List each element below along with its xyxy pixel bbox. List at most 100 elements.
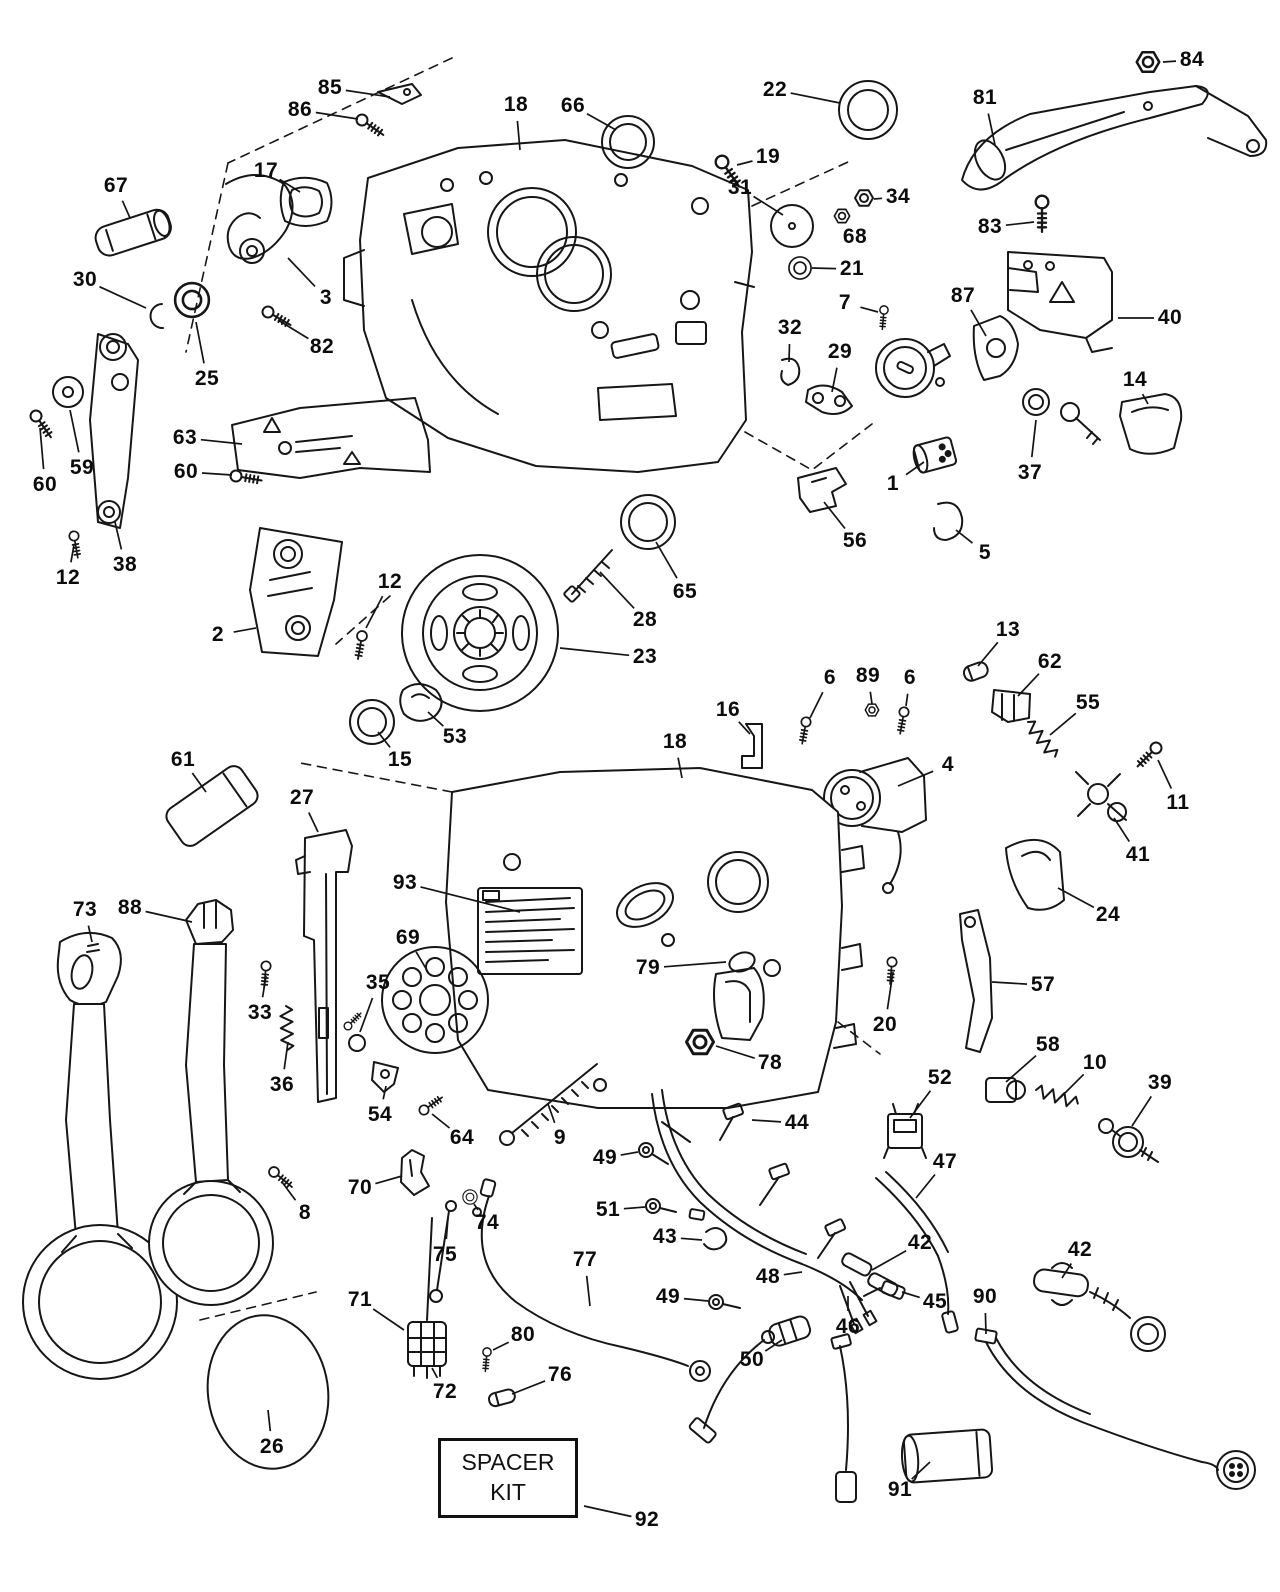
part-callout-25: 25: [194, 367, 220, 390]
part-callout-56: 56: [842, 529, 868, 552]
part-callout-24: 24: [1095, 903, 1121, 926]
part-callout-49: 49: [655, 1285, 681, 1308]
part-callout-72: 72: [432, 1380, 458, 1403]
part-callout-12: 12: [55, 566, 81, 589]
part-callout-19: 19: [755, 145, 781, 168]
part-callout-48: 48: [755, 1265, 781, 1288]
part-callout-1: 1: [886, 472, 900, 495]
part-callout-45: 45: [922, 1290, 948, 1313]
part-callout-42: 42: [907, 1231, 933, 1254]
part-callout-79: 79: [635, 956, 661, 979]
part-callout-63: 63: [172, 426, 198, 449]
part-callout-62: 62: [1037, 650, 1063, 673]
part-callout-59: 59: [69, 456, 95, 479]
part-callout-60: 60: [173, 460, 199, 483]
part-callout-11: 11: [1166, 791, 1190, 814]
part-callout-31: 31: [727, 176, 753, 199]
part-callout-88: 88: [117, 896, 143, 919]
part-callout-13: 13: [995, 618, 1021, 641]
part-callout-55: 55: [1075, 691, 1101, 714]
part-callout-40: 40: [1157, 306, 1183, 329]
part-callout-35: 35: [365, 971, 391, 994]
part-callout-61: 61: [170, 748, 196, 771]
part-callout-27: 27: [289, 786, 315, 809]
part-callout-22: 22: [762, 78, 788, 101]
part-callout-80: 80: [510, 1323, 536, 1346]
part-callout-6: 6: [823, 666, 837, 689]
part-callout-32: 32: [777, 316, 803, 339]
part-callout-83: 83: [977, 215, 1003, 238]
part-callout-93: 93: [392, 871, 418, 894]
spacer-kit-label: SPACER KIT: [461, 1449, 555, 1505]
part-callout-65: 65: [672, 580, 698, 603]
part-callout-7: 7: [838, 291, 852, 314]
part-callout-39: 39: [1147, 1071, 1173, 1094]
part-callout-84: 84: [1179, 48, 1205, 71]
part-callout-49: 49: [592, 1146, 618, 1169]
part-callout-90: 90: [972, 1285, 998, 1308]
part-callout-85: 85: [317, 76, 343, 99]
part-callout-60: 60: [32, 473, 58, 496]
part-callout-47: 47: [932, 1150, 958, 1173]
part-callout-26: 26: [259, 1435, 285, 1458]
part-callout-87: 87: [950, 284, 976, 307]
part-callout-18: 18: [503, 93, 529, 116]
part-callout-28: 28: [632, 608, 658, 631]
part-callout-36: 36: [269, 1073, 295, 1096]
part-callout-21: 21: [839, 257, 865, 280]
part-callout-73: 73: [72, 898, 98, 921]
part-callout-4: 4: [941, 753, 955, 776]
part-callout-20: 20: [872, 1013, 898, 1036]
part-callout-86: 86: [287, 98, 313, 121]
part-callout-29: 29: [827, 340, 853, 363]
part-callout-30: 30: [72, 268, 98, 291]
part-callout-46: 46: [835, 1315, 861, 1338]
part-callout-67: 67: [103, 174, 129, 197]
part-callout-58: 58: [1035, 1033, 1061, 1056]
part-callout-78: 78: [757, 1051, 783, 1074]
part-callout-8: 8: [298, 1201, 312, 1224]
part-callout-44: 44: [784, 1111, 810, 1134]
part-callout-76: 76: [547, 1363, 573, 1386]
part-callout-77: 77: [572, 1248, 598, 1271]
part-callout-16: 16: [715, 698, 741, 721]
part-callout-92: 92: [634, 1508, 660, 1531]
part-callout-89: 89: [855, 664, 881, 687]
part-callout-74: 74: [474, 1211, 500, 1234]
part-callout-33: 33: [247, 1001, 273, 1024]
part-callout-18: 18: [662, 730, 688, 753]
part-callout-50: 50: [739, 1348, 765, 1371]
part-callout-14: 14: [1122, 368, 1148, 391]
part-callout-81: 81: [972, 86, 998, 109]
part-callout-82: 82: [309, 335, 335, 358]
part-callout-75: 75: [432, 1243, 458, 1266]
part-callout-23: 23: [632, 645, 658, 668]
part-callout-53: 53: [442, 725, 468, 748]
part-callout-38: 38: [112, 553, 138, 576]
part-callout-9: 9: [553, 1126, 567, 1149]
part-callout-69: 69: [395, 926, 421, 949]
spacer-kit-box: SPACER KIT: [438, 1438, 578, 1518]
part-callout-52: 52: [927, 1066, 953, 1089]
part-callout-37: 37: [1017, 461, 1043, 484]
part-callout-64: 64: [449, 1126, 475, 1149]
part-callout-41: 41: [1125, 843, 1151, 866]
part-callout-70: 70: [347, 1176, 373, 1199]
part-callout-3: 3: [319, 286, 333, 309]
part-callout-17: 17: [253, 159, 279, 182]
part-callout-91: 91: [887, 1478, 913, 1501]
part-callout-12: 12: [377, 570, 403, 593]
part-callout-34: 34: [885, 185, 911, 208]
part-callout-66: 66: [560, 94, 586, 117]
part-callout-71: 71: [347, 1288, 373, 1311]
part-callout-54: 54: [367, 1103, 393, 1126]
part-callout-10: 10: [1082, 1051, 1108, 1074]
part-callout-2: 2: [211, 623, 225, 646]
part-callout-57: 57: [1030, 973, 1056, 996]
part-callout-51: 51: [595, 1198, 621, 1221]
part-callout-6: 6: [903, 666, 917, 689]
part-callout-15: 15: [387, 748, 413, 771]
